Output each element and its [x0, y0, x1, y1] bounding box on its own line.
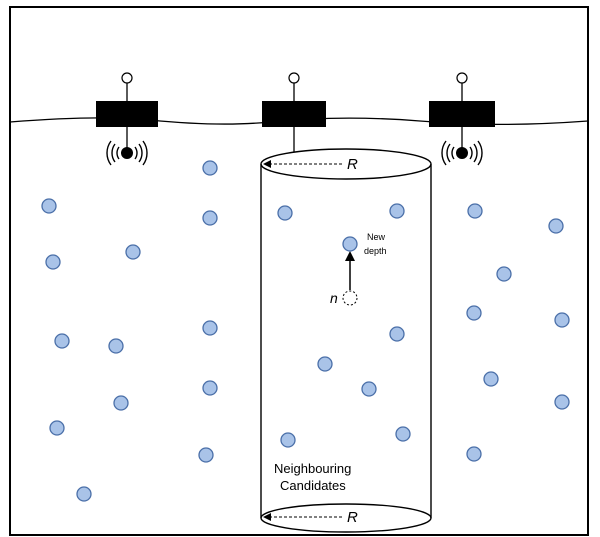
- buoy-icon: [262, 101, 326, 127]
- neighbouring-candidates-label-line2: Candidates: [280, 478, 346, 493]
- node-label: n: [330, 290, 338, 306]
- sensor-node: [45, 254, 61, 270]
- sensor-node: [125, 244, 141, 260]
- depth-adjust-arrow: [345, 251, 355, 290]
- search-cylinder: [260, 148, 432, 533]
- sensor-node: [202, 380, 218, 396]
- cylinder-bottom-front: [260, 517, 432, 533]
- sensor-node: [202, 320, 218, 336]
- sensor-node: [317, 356, 333, 372]
- sensor-node: [41, 198, 57, 214]
- sensor-node: [554, 312, 570, 328]
- sensor-node: [76, 486, 92, 502]
- sensor-node: [202, 160, 218, 176]
- sensor-node: [202, 210, 218, 226]
- node-original-position: [342, 290, 358, 306]
- acoustic-signal-icon: [106, 140, 148, 166]
- new-depth-label-line2: depth: [364, 246, 387, 256]
- surface-buoy-2: [262, 72, 326, 152]
- radius-label-bottom: R: [347, 509, 358, 526]
- sensor-node: [467, 203, 483, 219]
- sensor-node: [389, 203, 405, 219]
- radius-arrow-top: [263, 160, 342, 168]
- sensor-node: [466, 446, 482, 462]
- buoy-icon: [96, 101, 158, 127]
- sensor-node: [466, 305, 482, 321]
- sensor-node: [108, 338, 124, 354]
- sensor-node: [483, 371, 499, 387]
- antenna-tip: [288, 72, 300, 84]
- antenna-tip: [121, 72, 133, 84]
- sensor-node: [554, 394, 570, 410]
- sensor-node: [496, 266, 512, 282]
- sensor-node: [280, 432, 296, 448]
- buoy-icon: [429, 101, 495, 127]
- radius-arrow-bottom: [263, 513, 342, 521]
- neighbouring-candidates-label-line1: Neighbouring: [274, 461, 351, 476]
- surface-buoy-3: [429, 72, 495, 166]
- new-depth-label-line1: New: [367, 232, 386, 242]
- surface-buoy-1: [96, 72, 158, 166]
- sensor-nodes: [41, 160, 570, 502]
- sensor-node-new-depth: [342, 236, 358, 252]
- sensor-node: [395, 426, 411, 442]
- sensor-node: [113, 395, 129, 411]
- acoustic-signal-icon: [441, 140, 483, 166]
- sensor-node: [198, 447, 214, 463]
- sensor-node: [361, 381, 377, 397]
- sensor-node: [548, 218, 564, 234]
- sensor-node: [277, 205, 293, 221]
- sensor-node: [54, 333, 70, 349]
- sensor-node: [49, 420, 65, 436]
- frame: [9, 6, 589, 536]
- radius-label-top: R: [347, 156, 358, 173]
- cylinder-bottom-back: [260, 503, 432, 519]
- sensor-node: [389, 326, 405, 342]
- antenna-tip: [456, 72, 468, 84]
